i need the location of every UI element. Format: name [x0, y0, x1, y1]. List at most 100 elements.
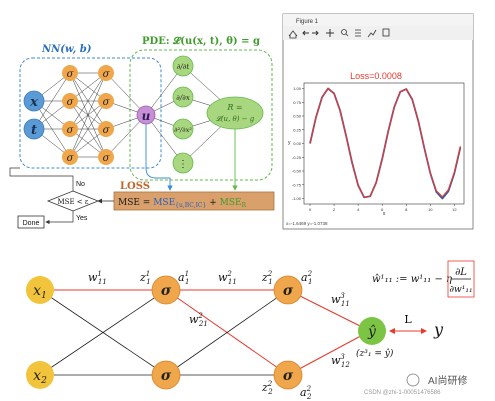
- status-text: x=-1.6469 y=-1.0738: [286, 221, 328, 226]
- zoom-icon[interactable]: [341, 29, 349, 37]
- chart-title: Loss=0.0008: [350, 71, 402, 81]
- residual-line2: 𝓛(u, θ) − g: [216, 115, 255, 123]
- sigma-label: σ: [103, 125, 111, 136]
- a11-main: a: [178, 271, 185, 284]
- w312-sub: 12: [341, 361, 350, 369]
- w211-main: w: [218, 271, 228, 284]
- sigma-label: σ: [103, 153, 111, 164]
- loss-term2: MSE: [220, 198, 242, 208]
- w111-sub: 11: [98, 278, 107, 286]
- z11-sup: 1: [146, 270, 150, 278]
- window-toolbar: [283, 26, 473, 40]
- sigma-label: σ: [103, 97, 111, 108]
- yhat-label: ŷ: [367, 323, 377, 340]
- x-tick-label: 0: [309, 207, 312, 212]
- window-title: Figure 1: [296, 19, 319, 25]
- chart-series: [309, 87, 462, 200]
- u-to-loss-arrow: [145, 124, 173, 191]
- hidden-layer-1: σ σ σ σ: [62, 65, 78, 165]
- output-node-u: u: [136, 105, 156, 125]
- y-tick-label: 0.75: [293, 100, 302, 105]
- update-rule-num: ∂L: [455, 267, 467, 278]
- loss-term1-sub: {u,BC,IC}: [175, 202, 206, 209]
- sigma-label: σ: [103, 69, 111, 80]
- nn-label: NN(w, b): [41, 44, 92, 55]
- input-node-t: t: [23, 118, 45, 140]
- y-tick-label: -1.00: [292, 196, 302, 201]
- deriv-dx2-label: ∂²/∂x²: [174, 126, 192, 134]
- brand-text: AI尚研修: [428, 374, 467, 387]
- x1-sub: 1: [41, 291, 47, 301]
- input-node-x: x: [23, 90, 45, 112]
- w111-sup: 1: [97, 270, 101, 278]
- z21-main: z: [261, 271, 268, 284]
- sigma-label: σ: [283, 368, 294, 384]
- pinn-diagram: NN(w, b) PDE: 𝓛(u(x, t), θ) = g x t: [9, 35, 275, 229]
- sigma-label: σ: [161, 368, 172, 384]
- pde-label: PDE: 𝓛(u(x, t), θ) = g: [142, 35, 260, 47]
- edge-sigma22-yhat: [287, 330, 371, 376]
- pan-icon[interactable]: [326, 29, 334, 37]
- residual-line1: R =: [226, 103, 242, 112]
- a22-sub: 2: [306, 393, 312, 401]
- yes-label: Yes: [76, 215, 88, 222]
- done-box: [17, 215, 45, 229]
- z21-sup: 2: [267, 270, 273, 278]
- configure-icon[interactable]: [355, 29, 361, 37]
- x2-label: x2: [33, 368, 47, 386]
- node-x2: x2: [26, 361, 54, 389]
- a22-sup: 2: [306, 385, 312, 393]
- x-tick-label: 8: [405, 207, 408, 212]
- loss-title: LOSS: [120, 181, 150, 192]
- w311-main: w: [331, 293, 341, 306]
- a21-sup: 2: [307, 270, 313, 278]
- forward-icon[interactable]: [312, 30, 319, 36]
- node-x1: x1: [26, 276, 54, 304]
- y-tick-label: -0.25: [292, 155, 302, 160]
- decision-text: MSE < ε: [57, 198, 88, 206]
- z22-sup: 2: [267, 380, 273, 388]
- toolbar-icons[interactable]: [288, 28, 390, 39]
- edit-curves-icon[interactable]: [367, 29, 377, 38]
- x-tick-label: 4: [357, 207, 360, 212]
- x-axis-label: x: [383, 211, 386, 217]
- nn-connections: [33, 65, 236, 164]
- node-sigma-11: σ: [151, 275, 181, 305]
- w312-sup: 3: [340, 353, 345, 361]
- z22-sub: 2: [267, 388, 273, 396]
- plot-area: [303, 82, 465, 205]
- save-icon[interactable]: [382, 28, 390, 37]
- y-tick-label: -0.75: [292, 182, 302, 187]
- node-sigma-21: σ: [273, 275, 303, 305]
- home-icon[interactable]: [288, 30, 298, 39]
- loss-formula-prefix: MSE =: [118, 198, 153, 208]
- deriv-dt-label: ∂/∂t: [177, 63, 190, 71]
- sigma-label: σ: [161, 283, 172, 299]
- y-tick-label: 0.25: [293, 127, 302, 132]
- w221-sub: 21: [198, 320, 208, 328]
- loss-plus: +: [206, 198, 219, 208]
- residual-node: R = 𝓛(u, θ) − g: [206, 96, 264, 130]
- a21-sub: 1: [308, 278, 312, 286]
- figure-window: Figure 1 Loss=0.0008 -1.00 -0.75 -0.50 -0.2…: [282, 13, 474, 230]
- w211-sup: 2: [226, 270, 232, 278]
- x-tick-label: 10: [428, 207, 433, 212]
- gradient-box: [447, 260, 475, 298]
- w221-main: w: [189, 313, 199, 326]
- no-label: No: [76, 181, 85, 188]
- a21-main: a: [301, 271, 308, 284]
- y-tick-label: 1.00: [293, 86, 302, 91]
- done-label: Done: [23, 220, 40, 227]
- y-tick-label: -0.50: [292, 169, 302, 174]
- y-axis-ticks: -1.00-0.75-0.50-0.250.000.250.500.751.00: [292, 86, 304, 201]
- update-rule-den: ∂w¹₁₁: [449, 285, 472, 295]
- back-icon[interactable]: [302, 30, 309, 36]
